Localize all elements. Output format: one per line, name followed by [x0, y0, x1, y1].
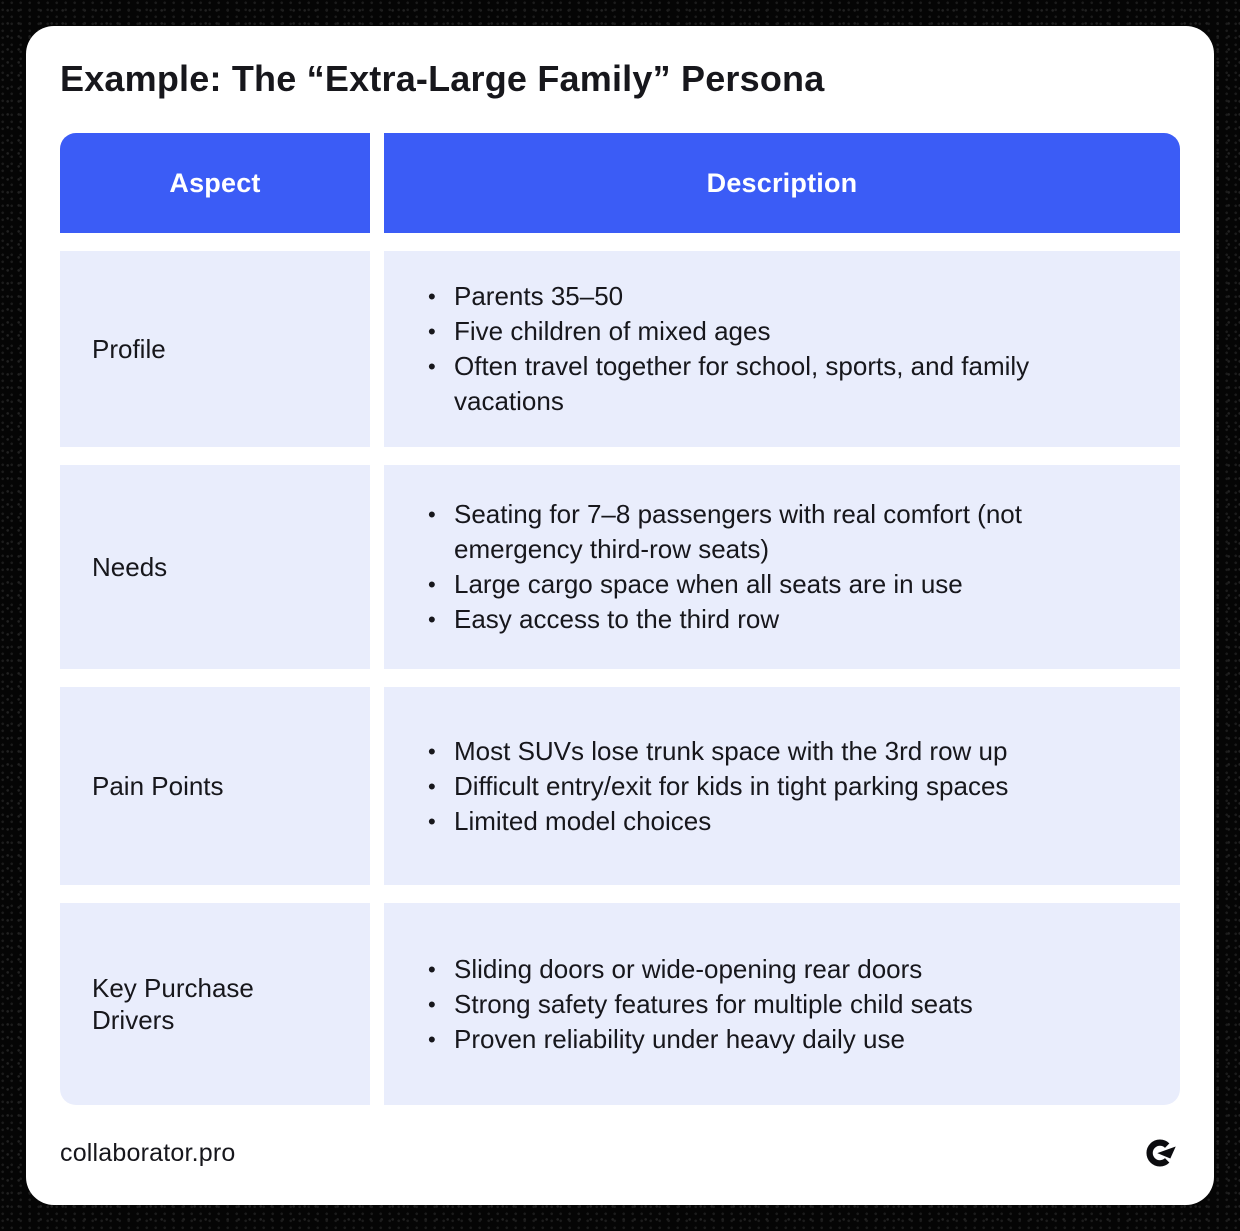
footer: collaborator.pro	[60, 1135, 1180, 1205]
bullet-text: Parents 35–50	[454, 281, 624, 312]
bullet-list: • Parents 35–50 • Five children of mixed a…	[428, 279, 1144, 419]
bullet-list: • Seating for 7–8 passengers with real co…	[428, 497, 1144, 637]
description-cell-profile: • Parents 35–50 • Five children of mixed a…	[384, 251, 1180, 448]
description-cell-needs: • Seating for 7–8 passengers with real co…	[384, 465, 1180, 670]
column-header-aspect: Aspect	[60, 133, 370, 234]
bullet-item: • Strong safety features for multiple chi…	[428, 987, 1144, 1022]
bullet-item: • Limited model choices	[428, 804, 1144, 839]
bullet-text: Often travel together for school, sports…	[454, 351, 1030, 417]
bullet-item: • Difficult entry/exit for kids in tight …	[428, 769, 1144, 804]
bullet-dot-icon: •	[428, 607, 436, 633]
bullet-text: Proven reliability under heavy daily use	[454, 1023, 905, 1054]
bullet-text: Strong safety features for multiple chil…	[454, 988, 973, 1019]
description-cell-key-purchase-drivers: • Sliding doors or wide-opening rear door…	[384, 903, 1180, 1106]
bullet-dot-icon: •	[428, 319, 436, 345]
persona-table: Aspect Description Profile • Parents 35–5…	[60, 133, 1180, 1106]
aspect-cell-profile: Profile	[60, 251, 370, 448]
bullet-text: Most SUVs lose trunk space with the 3rd …	[454, 735, 1008, 766]
bullet-list: • Most SUVs lose trunk space with the 3rd…	[428, 734, 1144, 839]
aspect-cell-key-purchase-drivers: Key Purchase Drivers	[60, 903, 370, 1106]
bullet-item: • Large cargo space when all seats are in…	[428, 567, 1144, 602]
bullet-item: • Seating for 7–8 passengers with real co…	[428, 497, 1144, 567]
bullet-dot-icon: •	[428, 773, 436, 799]
bullet-dot-icon: •	[428, 808, 436, 834]
bullet-text: Limited model choices	[454, 805, 712, 836]
bullet-item: • Proven reliability under heavy daily us…	[428, 1022, 1144, 1057]
bullet-item: • Sliding doors or wide-opening rear door…	[428, 952, 1144, 987]
bullet-item: • Five children of mixed ages	[428, 314, 1144, 349]
column-header-description: Description	[384, 133, 1180, 234]
aspect-cell-pain-points: Pain Points	[60, 687, 370, 886]
bullet-dot-icon: •	[428, 1026, 436, 1052]
bullet-dot-icon: •	[428, 991, 436, 1017]
bullet-dot-icon: •	[428, 572, 436, 598]
bullet-text: Difficult entry/exit for kids in tight p…	[454, 770, 1009, 801]
aspect-cell-needs: Needs	[60, 465, 370, 670]
bullet-list: • Sliding doors or wide-opening rear door…	[428, 952, 1144, 1057]
bullet-text: Large cargo space when all seats are in …	[454, 569, 963, 600]
c-arrow-refresh-icon	[1144, 1135, 1180, 1171]
content-card: Example: The “Extra-Large Family” Person…	[26, 26, 1214, 1205]
bullet-item: • Most SUVs lose trunk space with the 3rd…	[428, 734, 1144, 769]
bullet-dot-icon: •	[428, 738, 436, 764]
brand-name: collaborator.pro	[60, 1138, 236, 1167]
bullet-text: Seating for 7–8 passengers with real com…	[454, 499, 1022, 565]
bullet-text: Five children of mixed ages	[454, 316, 771, 347]
bullet-dot-icon: •	[428, 956, 436, 982]
bullet-item: • Easy access to the third row	[428, 602, 1144, 637]
page-title: Example: The “Extra-Large Family” Person…	[60, 58, 825, 99]
bullet-dot-icon: •	[428, 502, 436, 528]
bullet-text: Easy access to the third row	[454, 604, 780, 635]
bullet-dot-icon: •	[428, 354, 436, 380]
description-cell-pain-points: • Most SUVs lose trunk space with the 3rd…	[384, 687, 1180, 886]
bullet-dot-icon: •	[428, 284, 436, 310]
bullet-text: Sliding doors or wide-opening rear doors	[454, 953, 923, 984]
bullet-item: • Often travel together for school, sport…	[428, 349, 1144, 419]
bullet-item: • Parents 35–50	[428, 279, 1144, 314]
